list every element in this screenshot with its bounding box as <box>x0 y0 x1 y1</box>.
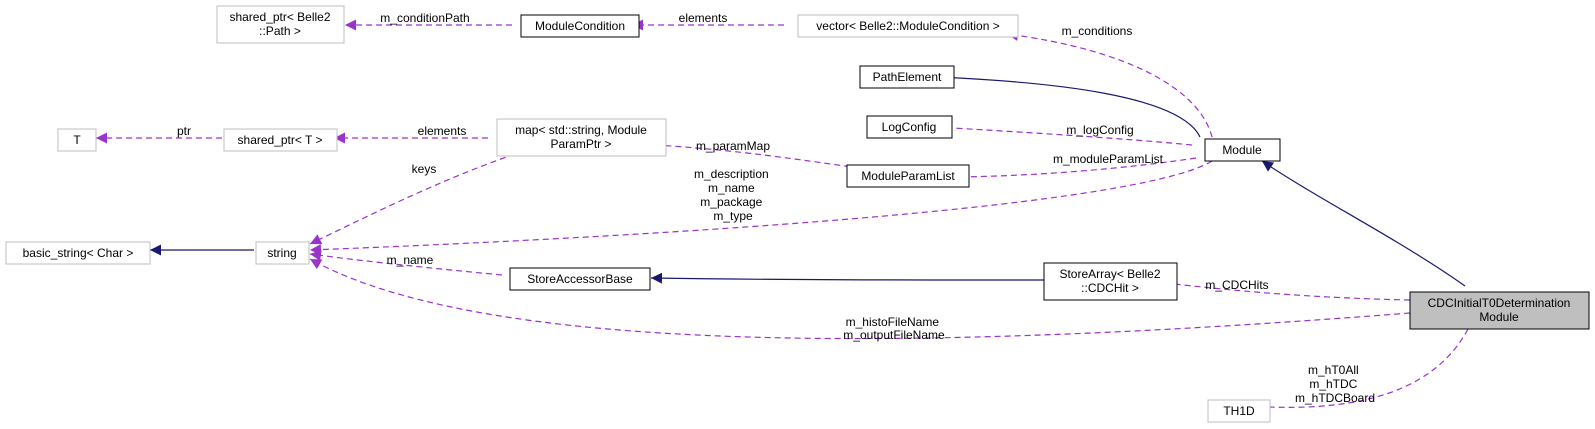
node-module[interactable]: Module <box>1204 138 1281 162</box>
node-path-element[interactable]: PathElement <box>859 65 955 89</box>
label-m-cdc-hits: m_CDCHits <box>1205 278 1268 292</box>
node-module-param-list[interactable]: ModuleParamList <box>846 164 970 188</box>
edge-module-inherits-path-element <box>937 71 1201 138</box>
svg-text:string: string <box>267 246 296 260</box>
svg-text:shared_ptr< T >: shared_ptr< T > <box>238 133 323 147</box>
label-m-module-param-list: m_moduleParamList <box>1053 152 1164 166</box>
svg-text:StoreArray< Belle2::CDCHit >: StoreArray< Belle2::CDCHit > <box>1059 267 1160 295</box>
label-elements-map: elements <box>418 124 467 138</box>
edge-cdc-inherits-module <box>1261 160 1466 287</box>
node-store-array-cdc-hit[interactable]: StoreArray< Belle2::CDCHit > <box>1043 262 1178 301</box>
edge-hists <box>1249 328 1469 413</box>
svg-text:ModuleCondition: ModuleCondition <box>535 19 625 33</box>
edge-m-cdc-hits <box>1157 277 1411 301</box>
label-m-conditions: m_conditions <box>1062 24 1133 38</box>
svg-text:StoreAccessorBase: StoreAccessorBase <box>527 272 633 286</box>
label-m-name: m_name <box>387 253 434 267</box>
label-m-log-config: m_logConfig <box>1066 123 1133 137</box>
label-module-strings: m_description m_name m_package m_type <box>694 167 772 223</box>
edge-m-param-map <box>654 140 861 169</box>
label-m-param-map: m_paramMap <box>696 139 770 153</box>
node-shared-ptr-t[interactable]: shared_ptr< T > <box>223 128 338 152</box>
edge-m-conditions <box>1006 29 1213 138</box>
edge-m-name <box>309 250 503 276</box>
label-ptr: ptr <box>177 124 191 138</box>
svg-text:basic_string< Char >: basic_string< Char > <box>23 246 134 260</box>
node-th1d[interactable]: TH1D <box>1207 399 1271 423</box>
svg-text:PathElement: PathElement <box>873 70 942 84</box>
svg-text:Module: Module <box>1222 143 1262 157</box>
edge-store-array-inherits-accessor <box>650 272 1045 284</box>
label-keys: keys <box>412 162 437 176</box>
svg-text:shared_ptr< Belle2::Path >: shared_ptr< Belle2::Path > <box>229 10 330 38</box>
svg-text:vector< Belle2::ModuleConditio: vector< Belle2::ModuleCondition > <box>816 19 999 33</box>
node-basic-string[interactable]: basic_string< Char > <box>5 241 151 265</box>
svg-text:LogConfig: LogConfig <box>882 120 937 134</box>
node-t[interactable]: T <box>57 128 97 152</box>
node-vector-conditions[interactable]: vector< Belle2::ModuleCondition > <box>797 14 1019 38</box>
label-file-names: m_histoFileName m_outputFileName <box>843 315 945 342</box>
edge-m-log-config <box>935 122 1193 146</box>
node-module-condition[interactable]: ModuleCondition <box>520 14 640 38</box>
node-shared-ptr-path[interactable]: shared_ptr< Belle2::Path > <box>216 5 345 44</box>
svg-text:TH1D: TH1D <box>1223 404 1255 418</box>
svg-text:ModuleParamList: ModuleParamList <box>861 169 955 183</box>
node-string[interactable]: string <box>255 241 310 265</box>
edge-file-names <box>309 258 1411 340</box>
label-m-condition-path: m_conditionPath <box>380 11 469 25</box>
node-log-config[interactable]: LogConfig <box>866 115 953 139</box>
label-hists: m_hT0All m_hTDC m_hTDCBoard <box>1295 363 1375 405</box>
edge-m-module-param-list <box>955 157 1197 183</box>
node-store-accessor-base[interactable]: StoreAccessorBase <box>509 267 651 291</box>
svg-text:T: T <box>73 133 81 147</box>
label-elements-conditions: elements <box>679 11 728 25</box>
